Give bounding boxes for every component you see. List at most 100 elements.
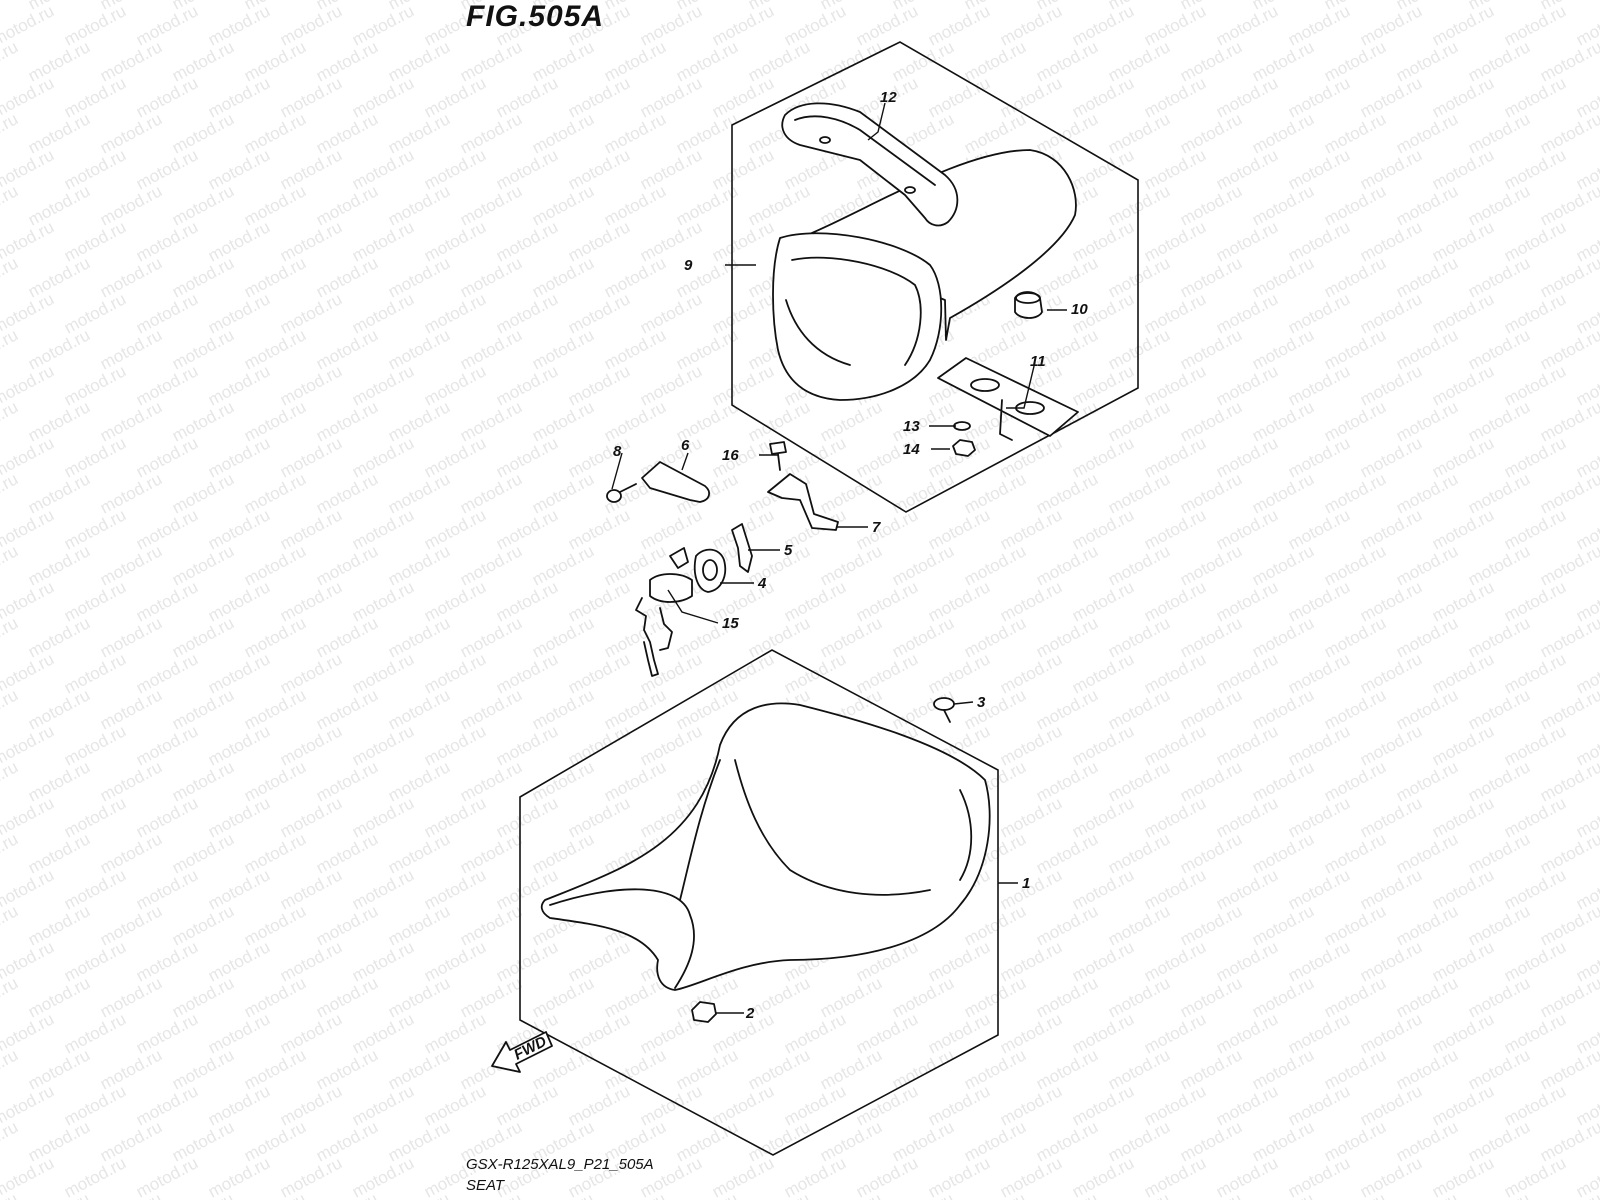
watermark-text: motod.ru — [889, 541, 957, 589]
watermark-text: motod.ru — [889, 1045, 957, 1093]
watermark-text: motod.ru — [1285, 793, 1353, 841]
watermark-text: motod.ru — [601, 253, 669, 301]
watermark-text: motod.ru — [997, 1009, 1065, 1057]
watermark-text: motod.ru — [1393, 1117, 1461, 1165]
watermark-text: motod.ru — [1321, 613, 1389, 661]
watermark-text: motod.ru — [1177, 397, 1245, 445]
watermark-text: motod.ru — [61, 433, 129, 481]
watermark-text: motod.ru — [745, 1189, 813, 1200]
watermark-text: motod.ru — [1465, 541, 1533, 589]
watermark-text: motod.ru — [277, 865, 345, 913]
watermark-text: motod.ru — [493, 217, 561, 265]
watermark-text: motod.ru — [889, 469, 957, 517]
watermark-text: motod.ru — [421, 1009, 489, 1057]
watermark-text: motod.ru — [1141, 1153, 1209, 1200]
watermark-text: motod.ru — [25, 829, 93, 877]
watermark-text: motod.ru — [493, 721, 561, 769]
watermark-text: motod.ru — [1465, 1117, 1533, 1165]
watermark-text: motod.ru — [457, 37, 525, 85]
watermark-text: motod.ru — [61, 145, 129, 193]
watermark-text: motod.ru — [1465, 109, 1533, 157]
watermark-text: motod.ru — [1141, 721, 1209, 769]
watermark-text: motod.ru — [1213, 361, 1281, 409]
watermark-text: motod.ru — [745, 37, 813, 85]
watermark-text: motod.ru — [61, 289, 129, 337]
watermark-text: motod.ru — [1105, 757, 1173, 805]
watermark-text: motod.ru — [25, 685, 93, 733]
watermark-text: motod.ru — [97, 325, 165, 373]
watermark-text: motod.ru — [997, 1, 1065, 49]
watermark-text: motod.ru — [1501, 721, 1569, 769]
watermark-text: motod.ru — [277, 289, 345, 337]
watermark-text: motod.ru — [241, 253, 309, 301]
watermark-text: motod.ru — [421, 73, 489, 121]
watermark-text: motod.ru — [1429, 1081, 1497, 1129]
watermark-text: motod.ru — [349, 649, 417, 697]
watermark-text: motod.ru — [313, 541, 381, 589]
watermark-text: motod.ru — [889, 973, 957, 1021]
watermark-text: motod.ru — [25, 973, 93, 1021]
watermark-text: motod.ru — [493, 1081, 561, 1129]
watermark-text: motod.ru — [97, 469, 165, 517]
watermark-text: motod.ru — [1357, 217, 1425, 265]
washer-part — [953, 421, 971, 431]
watermark-text: motod.ru — [133, 433, 201, 481]
watermark-text: motod.ru — [97, 1045, 165, 1093]
watermark-text: motod.ru — [997, 721, 1065, 769]
watermark-text: motod.ru — [673, 325, 741, 373]
watermark-text: motod.ru — [565, 505, 633, 553]
watermark-text: motod.ru — [61, 721, 129, 769]
watermark-text: motod.ru — [133, 505, 201, 553]
watermark-text: motod.ru — [1033, 109, 1101, 157]
watermark-text: motod.ru — [529, 469, 597, 517]
watermark-text: motod.ru — [1105, 685, 1173, 733]
watermark-text: motod.ru — [241, 1189, 309, 1200]
watermark-text: motod.ru — [1393, 685, 1461, 733]
watermark-text: motod.ru — [1501, 505, 1569, 553]
watermark-text: motod.ru — [925, 577, 993, 625]
watermark-text: motod.ru — [1033, 1189, 1101, 1200]
watermark-text: motod.ru — [961, 1117, 1029, 1165]
watermark-text: motod.ru — [1501, 1, 1569, 49]
watermark-text: motod.ru — [1285, 433, 1353, 481]
watermark-text: motod.ru — [349, 289, 417, 337]
watermark-text: motod.ru — [961, 541, 1029, 589]
watermark-text: motod.ru — [637, 721, 705, 769]
watermark-text: motod.ru — [313, 685, 381, 733]
watermark-text: motod.ru — [781, 1153, 849, 1200]
watermark-text: motod.ru — [1537, 469, 1600, 517]
watermark-text: motod.ru — [205, 577, 273, 625]
watermark-text: motod.ru — [1465, 685, 1533, 733]
watermark-text: motod.ru — [385, 685, 453, 733]
watermark-text: motod.ru — [565, 721, 633, 769]
watermark-text: motod.ru — [385, 757, 453, 805]
watermark-text: motod.ru — [133, 865, 201, 913]
watermark-text: motod.ru — [1321, 757, 1389, 805]
watermark-text: motod.ru — [421, 361, 489, 409]
watermark-text: motod.ru — [61, 865, 129, 913]
watermark-text: motod.ru — [241, 469, 309, 517]
watermark-text: motod.ru — [349, 73, 417, 121]
watermark-text: motod.ru — [1141, 649, 1209, 697]
watermark-text: motod.ru — [1465, 325, 1533, 373]
watermark-text: motod.ru — [169, 973, 237, 1021]
watermark-text: motod.ru — [205, 793, 273, 841]
watermark-text: motod.ru — [529, 325, 597, 373]
watermark-text: motod.ru — [961, 613, 1029, 661]
watermark-text: motod.ru — [97, 37, 165, 85]
watermark-text: motod.ru — [1537, 253, 1600, 301]
watermark-text: motod.ru — [889, 613, 957, 661]
seat-damper-part — [691, 1001, 717, 1023]
watermark-text: motod.ru — [1465, 901, 1533, 949]
callout-5: 5 — [784, 542, 793, 559]
watermark-text: motod.ru — [457, 541, 525, 589]
lock-plate-part — [693, 548, 727, 593]
watermark-text: motod.ru — [529, 1189, 597, 1200]
watermark-text: motod.ru — [1321, 829, 1389, 877]
watermark-text: motod.ru — [0, 37, 21, 85]
watermark-text: motod.ru — [385, 325, 453, 373]
watermark-text: motod.ru — [709, 433, 777, 481]
watermark-text: motod.ru — [1069, 217, 1137, 265]
mounting-plate-part — [937, 357, 1079, 441]
